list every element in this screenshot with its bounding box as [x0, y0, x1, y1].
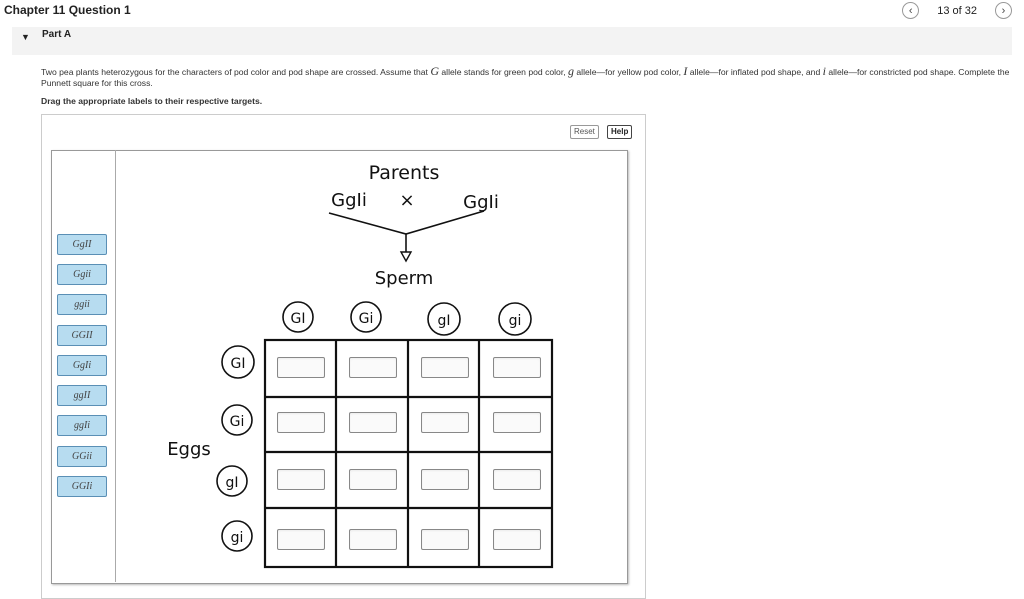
label-bank [51, 150, 116, 582]
question-text-segment: allele—for constricted pod shape. Comple… [41, 67, 1010, 88]
allele-symbol: i [822, 64, 826, 78]
sperm-gamete-circle [282, 301, 314, 333]
drop-target[interactable] [421, 412, 469, 433]
egg-gamete-circle [216, 465, 248, 497]
drop-target[interactable] [493, 412, 541, 433]
question-text-segment: Two pea plants heterozygous for the char… [41, 67, 431, 77]
sperm-gamete: gI [437, 313, 450, 329]
help-button[interactable]: Help [607, 125, 633, 139]
drag-label[interactable]: GgII [57, 234, 107, 255]
drop-target[interactable] [421, 357, 469, 378]
drop-target[interactable] [493, 357, 541, 378]
egg-gamete-circle [221, 345, 255, 379]
caret-down-icon[interactable]: ▼ [21, 32, 30, 42]
punnett-diagram: Parents GgIi × GgIi Sperm Eggs GI Gi gI … [167, 162, 554, 569]
egg-gamete-circle [221, 520, 253, 552]
drop-target[interactable] [421, 469, 469, 490]
sperm-gamete: gi [509, 313, 522, 329]
allele-symbol: G [430, 64, 440, 78]
drag-label[interactable]: GGII [57, 325, 107, 346]
top-bar: Chapter 11 Question 1 ‹ 13 of 32 › [0, 0, 1024, 22]
question-position: 13 of 32 [937, 4, 977, 17]
egg-gamete: Gi [230, 414, 245, 430]
drop-target[interactable] [277, 412, 325, 433]
drop-target[interactable] [277, 529, 325, 550]
sperm-gamete: GI [291, 311, 306, 327]
punnett-grid [263, 338, 554, 569]
sperm-gamete-circle [498, 302, 532, 336]
drop-target[interactable] [493, 469, 541, 490]
egg-gamete-circle [221, 404, 253, 436]
drop-target[interactable] [493, 529, 541, 550]
chevron-left-icon[interactable]: ‹ [902, 2, 920, 19]
allele-symbol: g [568, 64, 575, 78]
reset-button[interactable]: Reset [570, 125, 599, 139]
drag-label[interactable]: GgIi [57, 355, 107, 376]
question-text-segment: allele—for inflated pod shape, and [687, 67, 823, 77]
question-navigation: ‹ 13 of 32 › [902, 2, 1012, 19]
cross-lines [328, 210, 485, 235]
parents-title: Parents [369, 162, 440, 184]
question-text-segment: allele—for yellow pod color, [574, 67, 684, 77]
drop-target[interactable] [349, 412, 397, 433]
allele-symbol: I [683, 64, 688, 78]
drop-target[interactable] [349, 469, 397, 490]
parent-left-genotype: GgIi [331, 190, 367, 211]
drop-target[interactable] [421, 529, 469, 550]
part-header[interactable]: ▼ Part A [12, 27, 1012, 55]
part-label: Part A [42, 29, 72, 40]
drop-target[interactable] [277, 469, 325, 490]
question-text-segment: allele stands for green pod color, [439, 67, 569, 77]
chevron-right-icon[interactable]: › [995, 2, 1012, 19]
arrow-down-icon [399, 251, 413, 263]
drag-label[interactable]: ggIi [57, 415, 107, 436]
egg-gamete: gi [231, 530, 244, 546]
sperm-gamete: Gi [359, 311, 374, 327]
sperm-label: Sperm [375, 268, 434, 289]
instruction: Drag the appropriate labels to their res… [41, 96, 263, 106]
chapter-title: Chapter 11 Question 1 [4, 3, 131, 17]
egg-gamete: gI [225, 475, 238, 491]
drop-target[interactable] [349, 357, 397, 378]
sperm-gamete-circle [350, 301, 382, 333]
drag-label[interactable]: GGIi [57, 476, 107, 497]
egg-gamete: GI [231, 356, 246, 372]
drag-label[interactable]: Ggii [57, 264, 107, 285]
sperm-gamete-circle [427, 302, 461, 336]
drag-label[interactable]: GGii [57, 446, 107, 467]
question-text: Two pea plants heterozygous for the char… [41, 64, 1011, 89]
drag-label[interactable]: ggii [57, 294, 107, 315]
drop-target[interactable] [277, 357, 325, 378]
cross-symbol: × [399, 190, 414, 211]
drop-target[interactable] [349, 529, 397, 550]
eggs-label: Eggs [167, 439, 211, 460]
parent-right-genotype: GgIi [463, 192, 499, 213]
drag-label[interactable]: ggII [57, 385, 107, 406]
